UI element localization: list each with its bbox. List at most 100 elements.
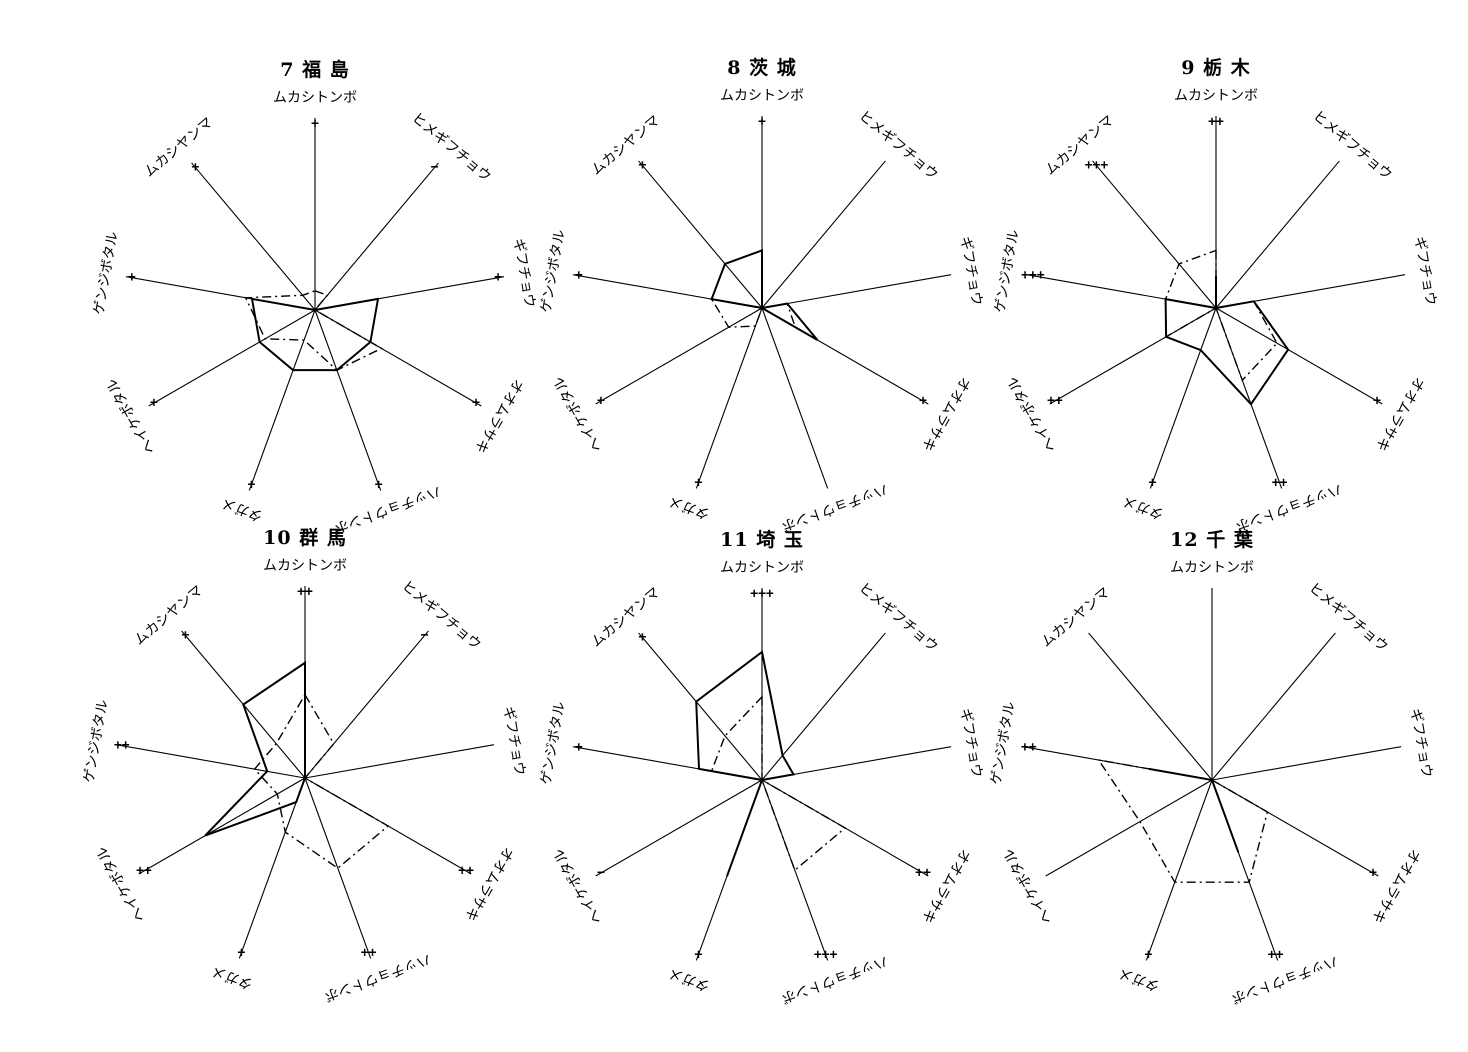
axis-line <box>1215 307 1283 489</box>
axis-line <box>314 309 382 491</box>
series-solid-polygon <box>250 297 380 372</box>
axis-line <box>761 160 886 309</box>
axis-mark: ++ <box>1272 475 1288 490</box>
axis-line <box>148 309 316 407</box>
axis-label: ギフチョウ <box>1407 707 1435 779</box>
axis-label: タガメ <box>667 492 712 521</box>
axis-label: ゲンジボタル <box>992 228 1022 314</box>
axis-mark: − <box>597 866 605 881</box>
axis-label: ハッチョウトンボ <box>322 951 433 1004</box>
axis-label: ムカシヤンマ <box>588 584 663 650</box>
axis-mark: ++ <box>136 864 152 879</box>
axis-line <box>761 274 952 309</box>
axis-mark: ++ <box>458 864 474 879</box>
axis-mark: ++ <box>1268 947 1284 962</box>
axis-mark: + <box>128 270 136 285</box>
axis-line <box>1215 307 1383 405</box>
radar-chart-2: 8 茨 城ムカシトンボ+ヒメギフチョウギフチョウオオムラサキ+ハッチョウトンボタ… <box>538 56 985 534</box>
axis-mark: ++ <box>1021 740 1037 755</box>
axis-mark: +++ <box>1021 268 1045 283</box>
axis-label: ムカシヤンマ <box>131 582 206 648</box>
axis-line <box>1145 779 1213 961</box>
chart-title: 9 栃 木 <box>1181 56 1250 79</box>
axis-line <box>761 632 886 781</box>
radar-chart-5: 11 埼 玉ムカシトンボ+++ヒメギフチョウギフチョウオオムラサキ++ハッチョウ… <box>538 528 985 1006</box>
axis-line <box>1215 160 1340 309</box>
axis-label: ムカシトンボ <box>1170 560 1254 576</box>
axis-line <box>138 777 306 875</box>
axis-mark: + <box>694 475 702 490</box>
axis-label: オオムラサキ <box>918 374 973 454</box>
series-dashdot-polygon <box>244 290 383 371</box>
axis-mark: + <box>1148 475 1156 490</box>
radar-chart-6: 12 千 葉ムカシトンボヒメギフチョウギフチョウオオムラサキ+ハッチョウトンボ+… <box>988 529 1435 1006</box>
axis-mark: ++ <box>297 585 313 600</box>
axis-label: ムカシトンボ <box>273 90 357 106</box>
axis-line <box>1088 632 1213 781</box>
axis-mark: + <box>919 394 927 409</box>
series-solid-polygon <box>204 660 306 837</box>
axis-label: タガメ <box>667 964 712 993</box>
axis-label: ギフチョウ <box>957 707 985 779</box>
axis-label: オオムラサキ <box>461 844 516 924</box>
axis-line <box>238 777 306 959</box>
axis-label: タガメ <box>210 962 255 991</box>
axis-line <box>638 632 763 781</box>
axis-label: ギフチョウ <box>500 705 528 777</box>
axis-line <box>595 779 763 877</box>
series-solid-polygon <box>710 248 819 341</box>
axis-line <box>1149 307 1217 489</box>
axis-label: ヒメギフチョウ <box>856 580 941 655</box>
axis-label: ヒメギフチョウ <box>1306 580 1391 655</box>
axis-mark: − <box>421 628 429 643</box>
axis-label: ギフチョウ <box>1411 235 1439 307</box>
axis-line <box>191 162 316 311</box>
axis-mark: + <box>639 630 647 645</box>
axis-label: オオムラサキ <box>918 846 973 926</box>
axis-label: ムカシヤンマ <box>588 112 663 178</box>
axis-label: ムカシヤンマ <box>1038 584 1113 650</box>
axis-mark: +++ <box>750 587 774 602</box>
axis-mark: + <box>597 394 605 409</box>
axis-label: タガメ <box>1117 964 1162 993</box>
series-dashdot-polygon <box>1164 249 1278 382</box>
axis-mark: + <box>758 115 766 130</box>
radar-chart-1: 7 福 島ムカシトンボ+ヒメギフチョウ−ギフチョウ+オオムラサキ+ハッチョウトン… <box>91 58 538 536</box>
axis-line <box>314 162 439 311</box>
axis-line <box>1211 632 1336 781</box>
axis-label: ヒメギフチョウ <box>409 110 494 185</box>
axis-line <box>304 630 429 779</box>
axis-label: ムカシトンボ <box>1174 88 1258 104</box>
series-dashdot-polygon <box>1097 759 1269 883</box>
axis-label: ハッチョウトンボ <box>779 481 890 534</box>
axis-mark: + <box>150 396 158 411</box>
axis-mark: ++ <box>114 738 130 753</box>
axis-label: ギフチョウ <box>510 237 538 309</box>
series-dashdot-polygon <box>710 298 797 329</box>
axis-label: ヘイケボタル <box>550 846 606 927</box>
axis-label: オオムラサキ <box>471 376 526 456</box>
axis-mark: + <box>182 628 190 643</box>
axis-label: ハッチョウトンボ <box>1229 953 1340 1006</box>
series-solid-polygon <box>1148 767 1240 853</box>
chart-title: 12 千 葉 <box>1170 529 1254 551</box>
axis-mark: ++ <box>1208 115 1224 130</box>
axis-line <box>115 744 306 779</box>
series-solid-polygon <box>695 650 796 877</box>
axis-label: タガメ <box>1121 492 1166 521</box>
axis-label: ヒメギフチョウ <box>856 108 941 183</box>
axis-mark: + <box>1373 394 1381 409</box>
axis-mark: + <box>237 945 245 960</box>
axis-label: ヘイケボタル <box>93 844 149 925</box>
axis-line <box>638 160 763 309</box>
axis-label: ギフチョウ <box>957 235 985 307</box>
axis-mark: + <box>472 396 480 411</box>
axis-mark: ++ <box>1047 394 1063 409</box>
radar-chart-4: 10 群 馬ムカシトンボ++ヒメギフチョウ−ギフチョウオオムラサキ++ハッチョウ… <box>81 526 528 1004</box>
axis-label: タガメ <box>220 494 265 523</box>
axis-mark: +++ <box>814 947 838 962</box>
series-dashdot-polygon <box>253 693 390 870</box>
axis-label: ムカシトンボ <box>720 88 804 104</box>
axis-label: ヘイケボタル <box>1000 846 1056 927</box>
